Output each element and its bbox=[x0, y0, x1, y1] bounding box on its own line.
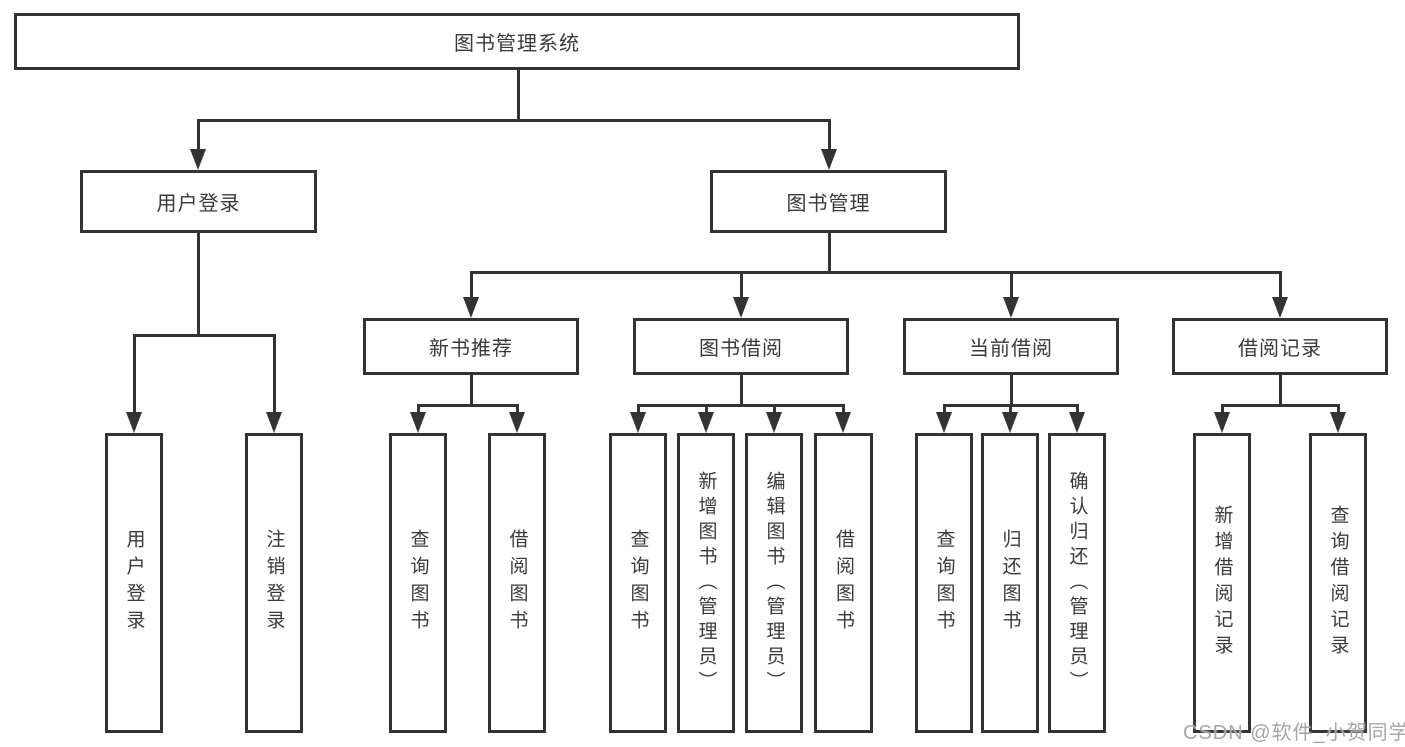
connector-leaf-stem bbox=[842, 404, 845, 414]
connector-records-down bbox=[1279, 375, 1282, 406]
connector-leaf-stem bbox=[1221, 404, 1224, 414]
arrowhead-down-icon bbox=[936, 412, 952, 433]
connector-user-login-stem bbox=[197, 119, 200, 152]
arrowhead-down-icon bbox=[1002, 412, 1018, 433]
leaf-query-books-borrow: 查询图书 bbox=[609, 433, 667, 733]
connector-book-management-down bbox=[828, 233, 831, 273]
arrowhead-down-icon bbox=[630, 412, 646, 433]
arrowhead-down-icon bbox=[463, 297, 479, 318]
arrowhead-down-icon bbox=[733, 297, 749, 318]
connector-recommend-rail bbox=[417, 404, 518, 407]
leaf-return-books: 归还图书 bbox=[981, 433, 1039, 733]
connector-branch-stem bbox=[740, 271, 743, 299]
connector-leaf-stem bbox=[773, 404, 776, 414]
leaf-query-borrow-record: 查询借阅记录 bbox=[1309, 433, 1367, 733]
connector-leaf-stem bbox=[1337, 404, 1340, 414]
leaf-borrow-books-recommend: 借阅图书 bbox=[488, 433, 546, 733]
connector-book-management-stem bbox=[828, 119, 831, 152]
connector-level2-rail bbox=[470, 271, 1281, 274]
arrowhead-down-icon bbox=[126, 412, 142, 433]
csdn-watermark: CSDN @软件_小贺同学 bbox=[1183, 722, 1405, 744]
connector-user-login-down bbox=[197, 233, 200, 335]
node-new-book-recommendation: 新书推荐 bbox=[363, 318, 579, 375]
connector-recommend-down bbox=[470, 375, 473, 406]
connector-user-login-rail bbox=[133, 334, 275, 337]
connector-leaf-stem bbox=[273, 334, 276, 414]
node-book-borrowing: 图书借阅 bbox=[633, 318, 849, 375]
connector-branch-stem bbox=[470, 271, 473, 299]
connector-current-down bbox=[1010, 375, 1013, 406]
node-current-borrowing: 当前借阅 bbox=[903, 318, 1119, 375]
connector-level1-rail bbox=[197, 119, 831, 122]
node-library-management-system: 图书管理系统 bbox=[14, 13, 1020, 70]
leaf-add-borrow-record: 新增借阅记录 bbox=[1193, 433, 1251, 733]
node-borrowing-records: 借阅记录 bbox=[1172, 318, 1388, 375]
leaf-add-books-admin: 新增图书（管理员） bbox=[677, 433, 735, 733]
node-user-login: 用户登录 bbox=[80, 170, 317, 233]
connector-leaf-stem bbox=[133, 334, 136, 414]
node-book-management: 图书管理 bbox=[710, 170, 947, 233]
connector-branch-stem bbox=[1279, 271, 1282, 299]
arrowhead-down-icon bbox=[266, 412, 282, 433]
arrowhead-down-icon bbox=[1003, 297, 1019, 318]
leaf-confirm-return-admin: 确认归还（管理员） bbox=[1048, 433, 1106, 733]
arrowhead-down-icon bbox=[1069, 412, 1085, 433]
arrowhead-down-icon bbox=[1330, 412, 1346, 433]
connector-records-rail bbox=[1221, 404, 1339, 407]
leaf-logout: 注销登录 bbox=[245, 433, 303, 733]
arrowhead-down-icon bbox=[766, 412, 782, 433]
arrowhead-down-icon bbox=[835, 412, 851, 433]
connector-leaf-stem bbox=[516, 404, 519, 414]
connector-leaf-stem bbox=[637, 404, 640, 414]
connector-branch-stem bbox=[1010, 271, 1013, 299]
connector-leaf-stem bbox=[1076, 404, 1079, 414]
connector-leaf-stem bbox=[705, 404, 708, 414]
connector-leaf-stem bbox=[1009, 404, 1012, 414]
arrowhead-down-icon bbox=[1272, 297, 1288, 318]
connector-leaf-stem bbox=[943, 404, 946, 414]
arrowhead-down-icon bbox=[1214, 412, 1230, 433]
arrowhead-down-icon bbox=[190, 149, 206, 170]
connector-root-stem bbox=[517, 70, 520, 120]
leaf-user-login: 用户登录 bbox=[105, 433, 163, 733]
leaf-edit-books-admin: 编辑图书（管理员） bbox=[745, 433, 803, 733]
arrowhead-down-icon bbox=[821, 149, 837, 170]
arrowhead-down-icon bbox=[509, 412, 525, 433]
leaf-query-books-recommend: 查询图书 bbox=[389, 433, 447, 733]
leaf-borrow-books: 借阅图书 bbox=[814, 433, 873, 733]
arrowhead-down-icon bbox=[698, 412, 714, 433]
arrowhead-down-icon bbox=[410, 412, 426, 433]
connector-borrow-rail bbox=[637, 404, 845, 407]
connector-leaf-stem bbox=[417, 404, 420, 414]
connector-borrow-down bbox=[740, 375, 743, 406]
leaf-query-books-current: 查询图书 bbox=[915, 433, 973, 733]
